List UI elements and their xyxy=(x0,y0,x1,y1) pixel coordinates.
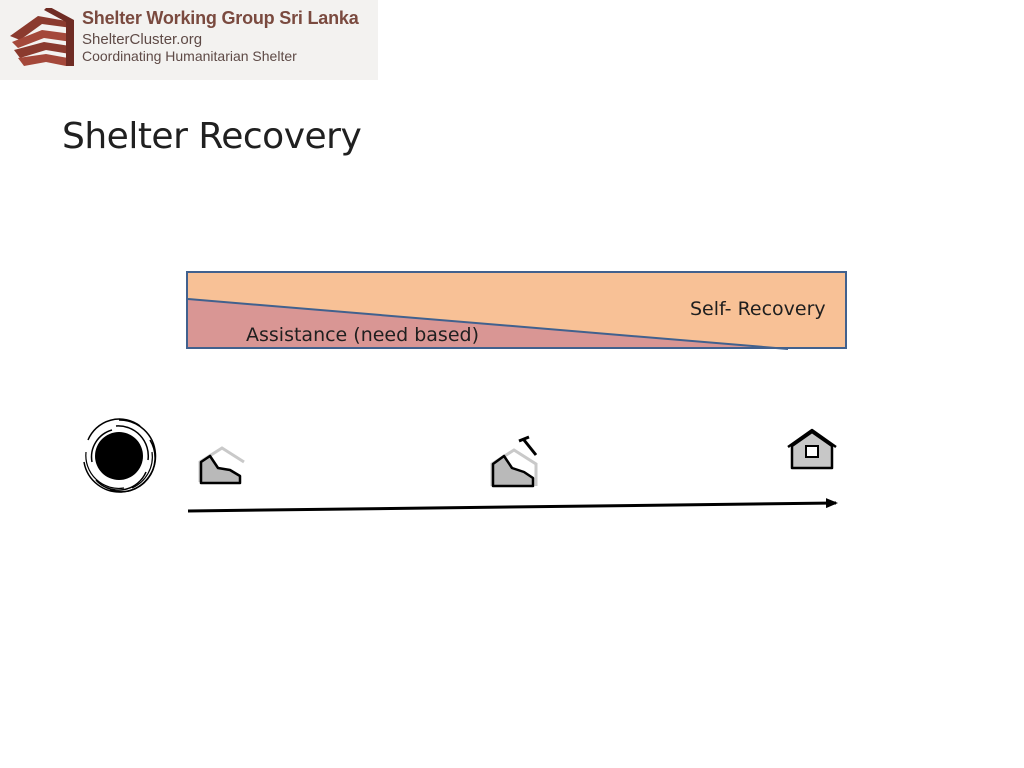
self-recovery-label: Self- Recovery xyxy=(690,298,826,320)
logo-tagline: Coordinating Humanitarian Shelter xyxy=(82,48,297,64)
house-icon xyxy=(787,428,837,470)
logo-title: Shelter Working Group Sri Lanka xyxy=(82,8,359,28)
hands-house-icon xyxy=(10,8,74,66)
timeline-arrow xyxy=(187,498,838,513)
logo: Shelter Working Group Sri Lanka ShelterC… xyxy=(0,0,378,80)
damaged-house-icon xyxy=(198,446,245,485)
disaster-swirl-icon xyxy=(83,418,157,493)
logo-website: ShelterCluster.org xyxy=(82,31,203,48)
band-border xyxy=(186,271,847,349)
page-title: Shelter Recovery xyxy=(62,116,362,157)
band-divider-line xyxy=(187,298,789,350)
repair-house-icon xyxy=(490,435,538,488)
assistance-label: Assistance (need based) xyxy=(246,324,479,346)
